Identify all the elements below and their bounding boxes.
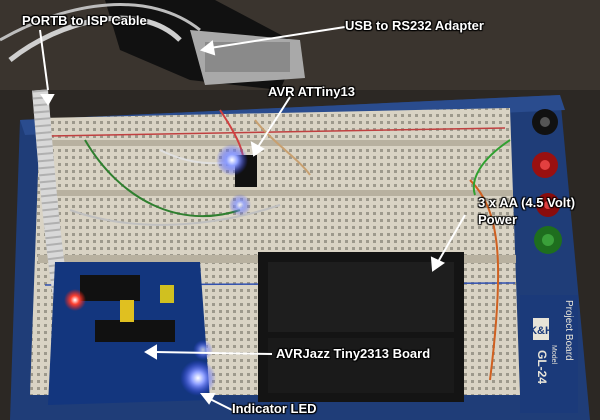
label-portb-cable: PORTB to ISP Cable [22,13,147,28]
label-avr-chip: AVR ATTiny13 [268,84,355,99]
label-battery: 3 x AA (4.5 Volt) [478,195,576,210]
indicator-led [180,360,216,396]
svg-text:Project Board: Project Board [563,300,574,361]
label-usb-adapter: USB to RS232 Adapter [345,18,484,33]
kh-logo-block: K&H Project Board Model GL-24 [520,295,578,413]
svg-text:Model: Model [550,345,557,365]
svg-text:GL-24: GL-24 [535,350,549,384]
attiny-led [216,144,248,176]
avrjazz-board [48,262,210,405]
svg-text:K&H: K&H [529,325,553,337]
label-battery-power: Power [478,212,518,227]
label-indicator-led: Indicator LED [232,401,317,416]
battery-holder [258,252,464,402]
label-avrjazz-board: AVRJazz Tiny2313 Board [276,346,431,361]
annotation-arrows [39,26,466,411]
power-led [64,289,86,311]
binding-posts [532,109,562,254]
